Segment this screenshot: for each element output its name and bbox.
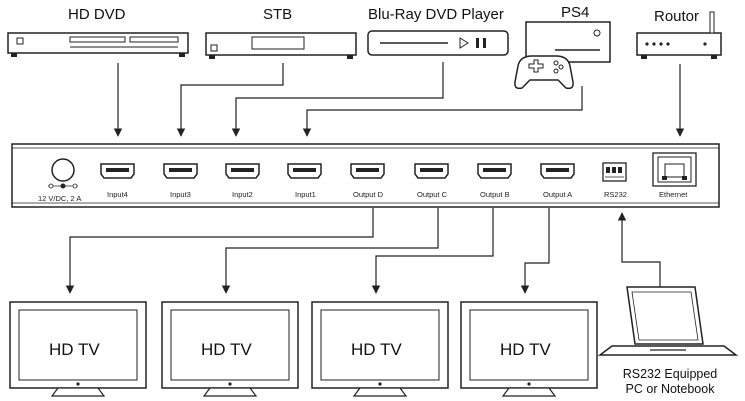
output-b-label: Output B (480, 190, 510, 199)
ethernet-port-icon (652, 152, 697, 187)
hdmi-port-icon (350, 163, 385, 179)
tv-label: HD TV (201, 340, 252, 359)
hdmi-port-icon (100, 163, 135, 179)
pc-caption: RS232 Equipped PC or Notebook (608, 367, 732, 397)
input1-label: Input1 (295, 190, 316, 199)
input3-label: Input3 (170, 190, 191, 199)
pc-caption-line2: PC or Notebook (625, 382, 715, 396)
ethernet-label: Ethernet (659, 190, 688, 199)
hd-tv-icon (9, 301, 147, 397)
output-a-label: Output A (543, 190, 573, 199)
router-device-icon (636, 11, 722, 59)
hd-tv-icon (460, 301, 598, 397)
stb-label: STB (263, 6, 293, 23)
hdmi-port-icon (477, 163, 512, 179)
bluray-label: Blu-Ray DVD Player (368, 6, 504, 23)
hdmi-port-icon (163, 163, 198, 179)
bluray-player-icon (367, 30, 509, 56)
hdmi-port-icon (287, 163, 322, 179)
hd-dvd-device-icon (7, 32, 189, 57)
output-cables (65, 208, 661, 294)
output-d-label: Output D (353, 190, 384, 199)
laptop-icon (597, 286, 739, 356)
game-controller-icon (514, 55, 574, 90)
hd-dvd-label: HD DVD (68, 6, 126, 23)
rs232-label: RS232 (604, 190, 627, 199)
pc-caption-line1: RS232 Equipped (622, 367, 718, 381)
ps4-label: PS4 (561, 4, 590, 21)
input-cables (113, 62, 685, 137)
hdmi-port-icon (540, 163, 575, 179)
hdmi-port-icon (414, 163, 449, 179)
hdmi-port-icon (225, 163, 260, 179)
hd-tv-icon (311, 301, 449, 397)
tv-label: HD TV (500, 340, 551, 359)
router-label: Routor (654, 8, 700, 25)
input4-label: Input4 (107, 190, 128, 199)
hd-tv-icon (161, 301, 299, 397)
power-port-label: 12 V/DC, 2 A (38, 194, 82, 203)
input2-label: Input2 (232, 190, 253, 199)
rs232-terminal-icon (602, 162, 627, 182)
tv-label: HD TV (49, 340, 100, 359)
tv-label: HD TV (351, 340, 402, 359)
hdmi-ports (100, 163, 575, 179)
output-c-label: Output C (417, 190, 448, 199)
stb-device-icon (205, 32, 357, 59)
power-jack-icon (48, 158, 78, 189)
